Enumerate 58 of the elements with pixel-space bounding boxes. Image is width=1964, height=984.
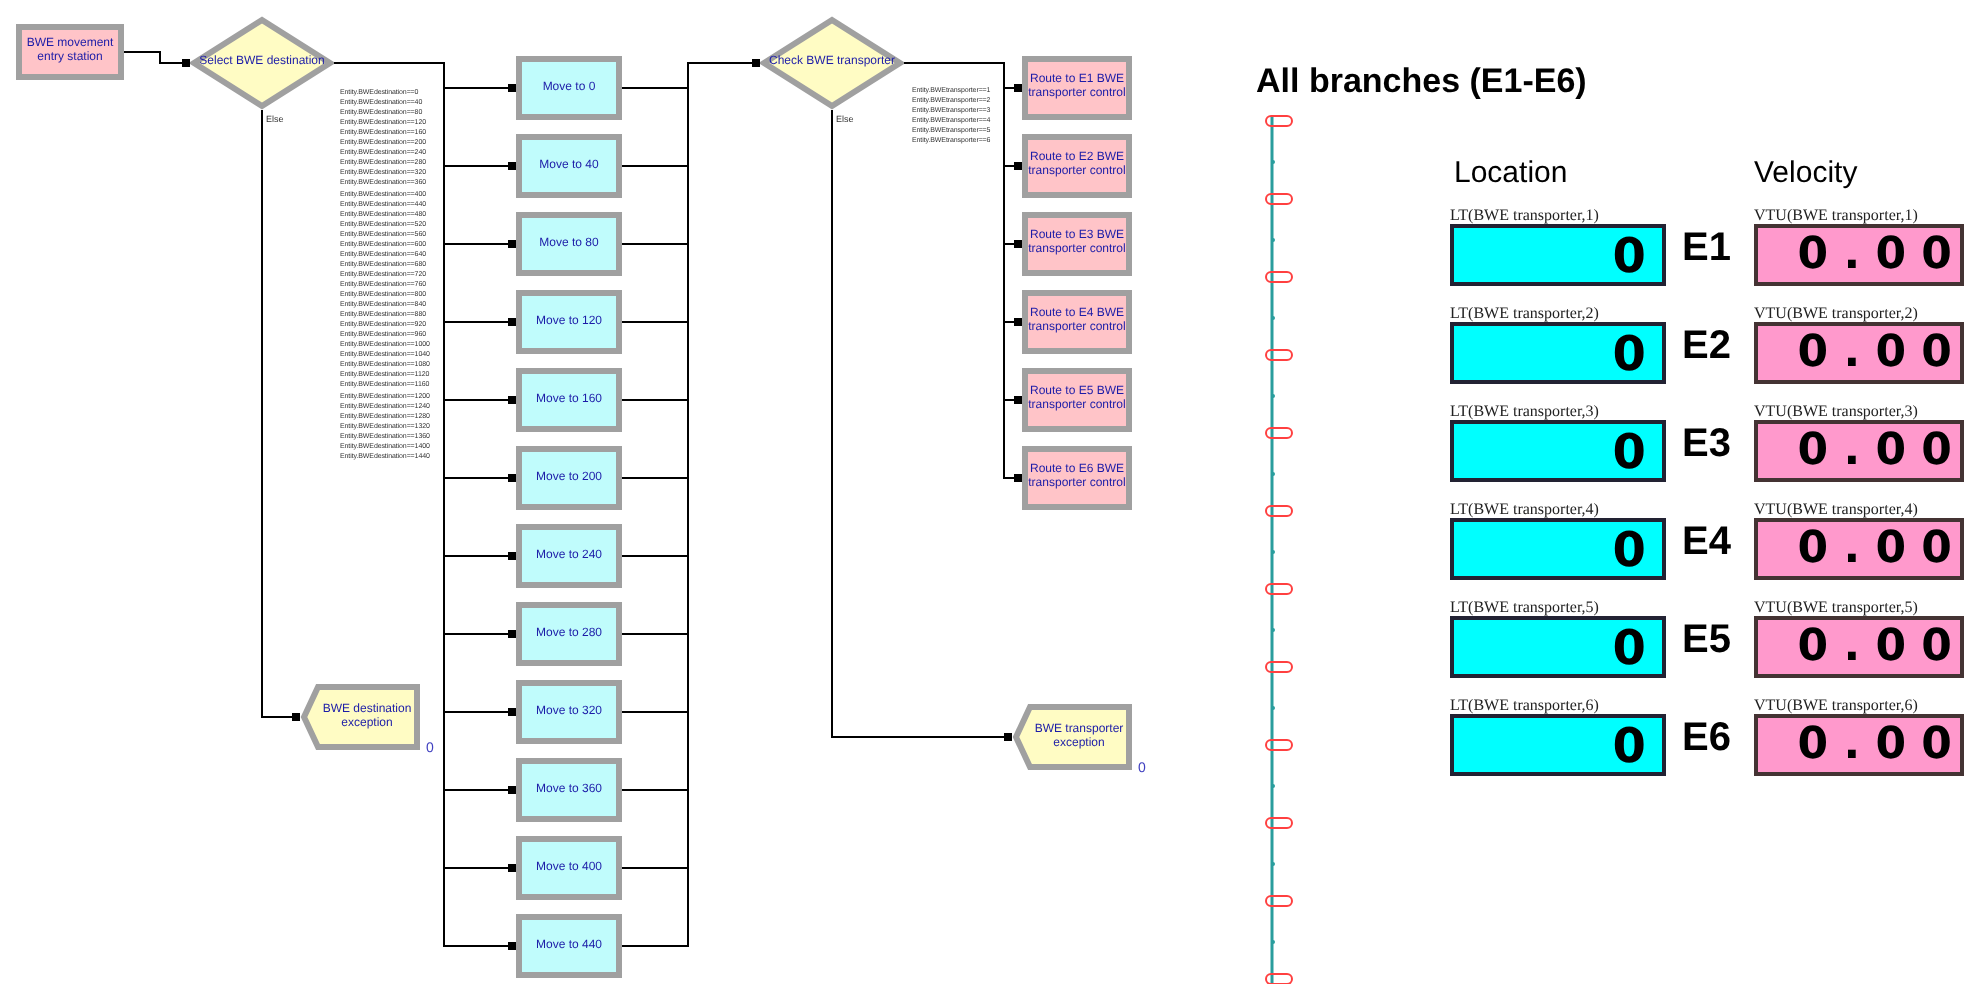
process-box	[516, 602, 622, 666]
value-display: 0 . 0 0	[1754, 224, 1964, 286]
value-display: 0	[1450, 714, 1666, 776]
route-box	[1022, 56, 1132, 120]
column-heading: Velocity	[1754, 156, 1858, 192]
variable-label: VTU(BWE transporter,3)	[1754, 402, 1920, 420]
value-display: 0	[1450, 616, 1666, 678]
value-display: 0 . 0 0	[1754, 616, 1964, 678]
process-box	[516, 290, 622, 354]
branch-label: E1	[1682, 226, 1731, 270]
connector	[903, 62, 1023, 482]
value-display: 0	[1450, 420, 1666, 482]
process-box	[516, 758, 622, 822]
column-heading: Location	[1454, 156, 1568, 192]
route-box	[1022, 134, 1132, 198]
value-display: 0 . 0 0	[1754, 518, 1964, 580]
variable-label: VTU(BWE transporter,2)	[1754, 304, 1920, 322]
process-box	[516, 680, 622, 744]
route-box	[1022, 446, 1132, 510]
branch-label: E5	[1682, 618, 1731, 662]
decision-diamond	[190, 16, 334, 110]
variable-label: LT(BWE transporter,2)	[1450, 304, 1601, 322]
connector	[123, 51, 191, 67]
process-box	[516, 446, 622, 510]
value-display: 0	[1450, 224, 1666, 286]
branch-label: E2	[1682, 324, 1731, 368]
value-display: 0 . 0 0	[1754, 322, 1964, 384]
panel-title: All branches (E1-E6)	[1256, 60, 1587, 104]
process-box	[516, 368, 622, 432]
variable-label: LT(BWE transporter,4)	[1450, 500, 1601, 518]
connector	[261, 109, 301, 721]
process-box	[516, 212, 622, 276]
value-display: 0 . 0 0	[1754, 420, 1964, 482]
connector	[831, 109, 1013, 741]
process-box	[516, 836, 622, 900]
variable-label: LT(BWE transporter,3)	[1450, 402, 1601, 420]
variable-label: VTU(BWE transporter,6)	[1754, 696, 1920, 714]
process-box	[516, 56, 622, 120]
variable-label: VTU(BWE transporter,4)	[1754, 500, 1920, 518]
branch-label: E3	[1682, 422, 1731, 466]
variable-label: VTU(BWE transporter,1)	[1754, 206, 1920, 224]
value-display: 0	[1450, 518, 1666, 580]
branch-label: E4	[1682, 520, 1731, 564]
variable-label: LT(BWE transporter,5)	[1450, 598, 1601, 616]
process-box	[516, 914, 622, 978]
process-box	[516, 524, 622, 588]
create-module	[16, 24, 124, 80]
route-box	[1022, 290, 1132, 354]
decision-diamond	[760, 16, 904, 110]
variable-label: VTU(BWE transporter,5)	[1754, 598, 1920, 616]
variable-label: LT(BWE transporter,6)	[1450, 696, 1601, 714]
branch-label: E6	[1682, 716, 1731, 760]
route-box	[1022, 212, 1132, 276]
value-display: 0 . 0 0	[1754, 714, 1964, 776]
variable-label: LT(BWE transporter,1)	[1450, 206, 1601, 224]
route-box	[1022, 368, 1132, 432]
value-display: 0	[1450, 322, 1666, 384]
process-box	[516, 134, 622, 198]
